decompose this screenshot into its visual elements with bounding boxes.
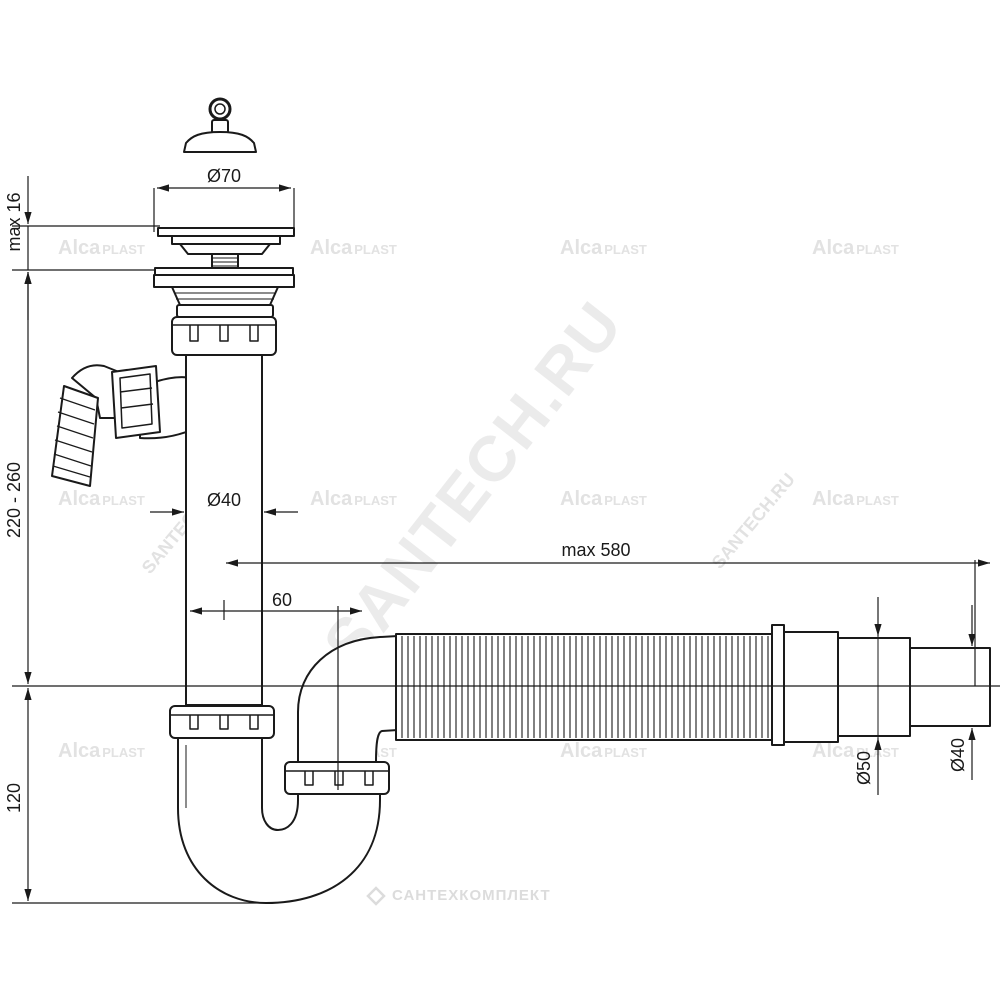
brand-name: Alca <box>560 488 603 510</box>
chain-ring-icon <box>208 97 232 121</box>
outlet-elbow <box>297 635 399 763</box>
vertical-pipe <box>185 354 263 706</box>
corrugated-hose <box>395 633 773 741</box>
brand-name: Alca <box>560 237 603 259</box>
brand-name: Alca <box>812 488 855 510</box>
hose-length-label: max 580 <box>561 540 630 560</box>
upper-coupling-nut <box>171 304 277 356</box>
trap-offset-label: 60 <box>272 590 292 610</box>
brand-name: Alca <box>560 740 603 762</box>
u-bend-trap <box>177 737 381 904</box>
site-watermark: SANTECH.RU <box>309 288 636 679</box>
brand-sub: PLAST <box>354 242 397 257</box>
body-height-label: 220 - 260 <box>4 462 24 538</box>
brand-sub: PLAST <box>856 493 899 508</box>
footer-text: САНТЕХКОМПЛЕКТ <box>392 887 551 904</box>
dimension-lines <box>12 176 1000 904</box>
plug-stopper <box>183 97 257 153</box>
brand-sub: PLAST <box>604 242 647 257</box>
brand-name: Alca <box>58 740 101 762</box>
brand-name: Alca <box>310 488 353 510</box>
drain-outlet <box>153 227 295 306</box>
trap-depth-label: 120 <box>4 783 24 813</box>
brand-name: Alca <box>812 237 855 259</box>
brand-sub: PLAST <box>102 493 145 508</box>
hose-end-adaptor <box>771 624 991 746</box>
hose-connector <box>51 364 161 487</box>
brand-sub: PLAST <box>604 493 647 508</box>
site-watermark-small: SANTECH.RU <box>708 469 799 572</box>
brand-name: Alca <box>58 488 101 510</box>
grate-height-label: max 16 <box>4 192 24 251</box>
brand-name: Alca <box>58 237 101 259</box>
hose-end-inner-diameter-label: Ø40 <box>948 738 968 772</box>
hose-end-outer-diameter-label: Ø50 <box>854 751 874 785</box>
brand-sub: PLAST <box>102 242 145 257</box>
brand-sub: PLAST <box>102 745 145 760</box>
footer-watermark: САНТЕХКОМПЛЕКТ <box>366 886 551 906</box>
dimension-labels: Ø70 Ø40 max 580 60 max 16 220 - 260 120 … <box>4 166 968 813</box>
brand-sub: PLAST <box>856 242 899 257</box>
outlet-diameter-label: Ø70 <box>207 166 241 186</box>
brand-sub: PLAST <box>604 745 647 760</box>
brand-name: Alca <box>812 740 855 762</box>
brand-name: Alca <box>310 237 353 259</box>
footer-logo-icon <box>366 886 386 906</box>
pipe-diameter-label: Ø40 <box>207 490 241 510</box>
siphon-assembly <box>51 97 991 904</box>
brand-sub: PLAST <box>354 493 397 508</box>
lower-coupling-nut <box>169 705 275 739</box>
trap-coupling-nut <box>284 761 390 795</box>
